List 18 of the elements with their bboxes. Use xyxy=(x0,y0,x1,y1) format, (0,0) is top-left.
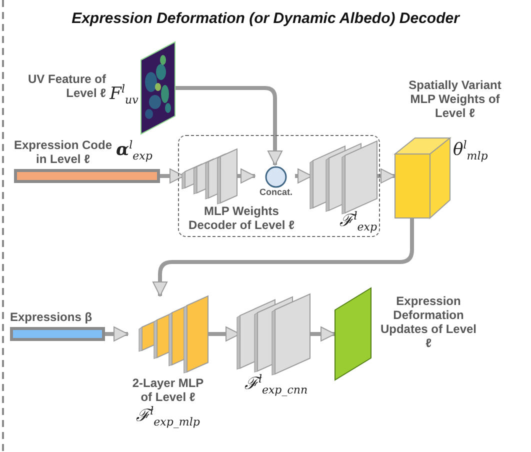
node-label: Concat. xyxy=(258,187,294,198)
node-label: Expression Code in Level ℓ xyxy=(12,138,114,166)
node-label: Spatially Variant MLP Weights of Level ℓ xyxy=(408,78,502,120)
arrow xyxy=(236,168,256,184)
node-label: 2-Layer MLP of Level ℓ xyxy=(131,376,205,404)
arrow xyxy=(175,86,282,166)
diagram-title: Expression Deformation (or Dynamic Albedo) Decoder xyxy=(70,10,462,27)
arrow xyxy=(310,326,336,342)
arrow xyxy=(152,218,414,296)
arrow xyxy=(105,326,128,342)
arrow xyxy=(160,168,184,184)
arrow xyxy=(295,168,312,184)
node-label: UV Feature of Level ℓ xyxy=(26,72,106,100)
node-label: Expression Deformation Updates of Level ℓ xyxy=(379,294,478,350)
arrow xyxy=(376,168,396,184)
node-label: Expressions β xyxy=(10,310,94,324)
dashed-group-box xyxy=(178,135,380,237)
node-label: MLP Weights Decoder of Level ℓ xyxy=(188,204,296,232)
